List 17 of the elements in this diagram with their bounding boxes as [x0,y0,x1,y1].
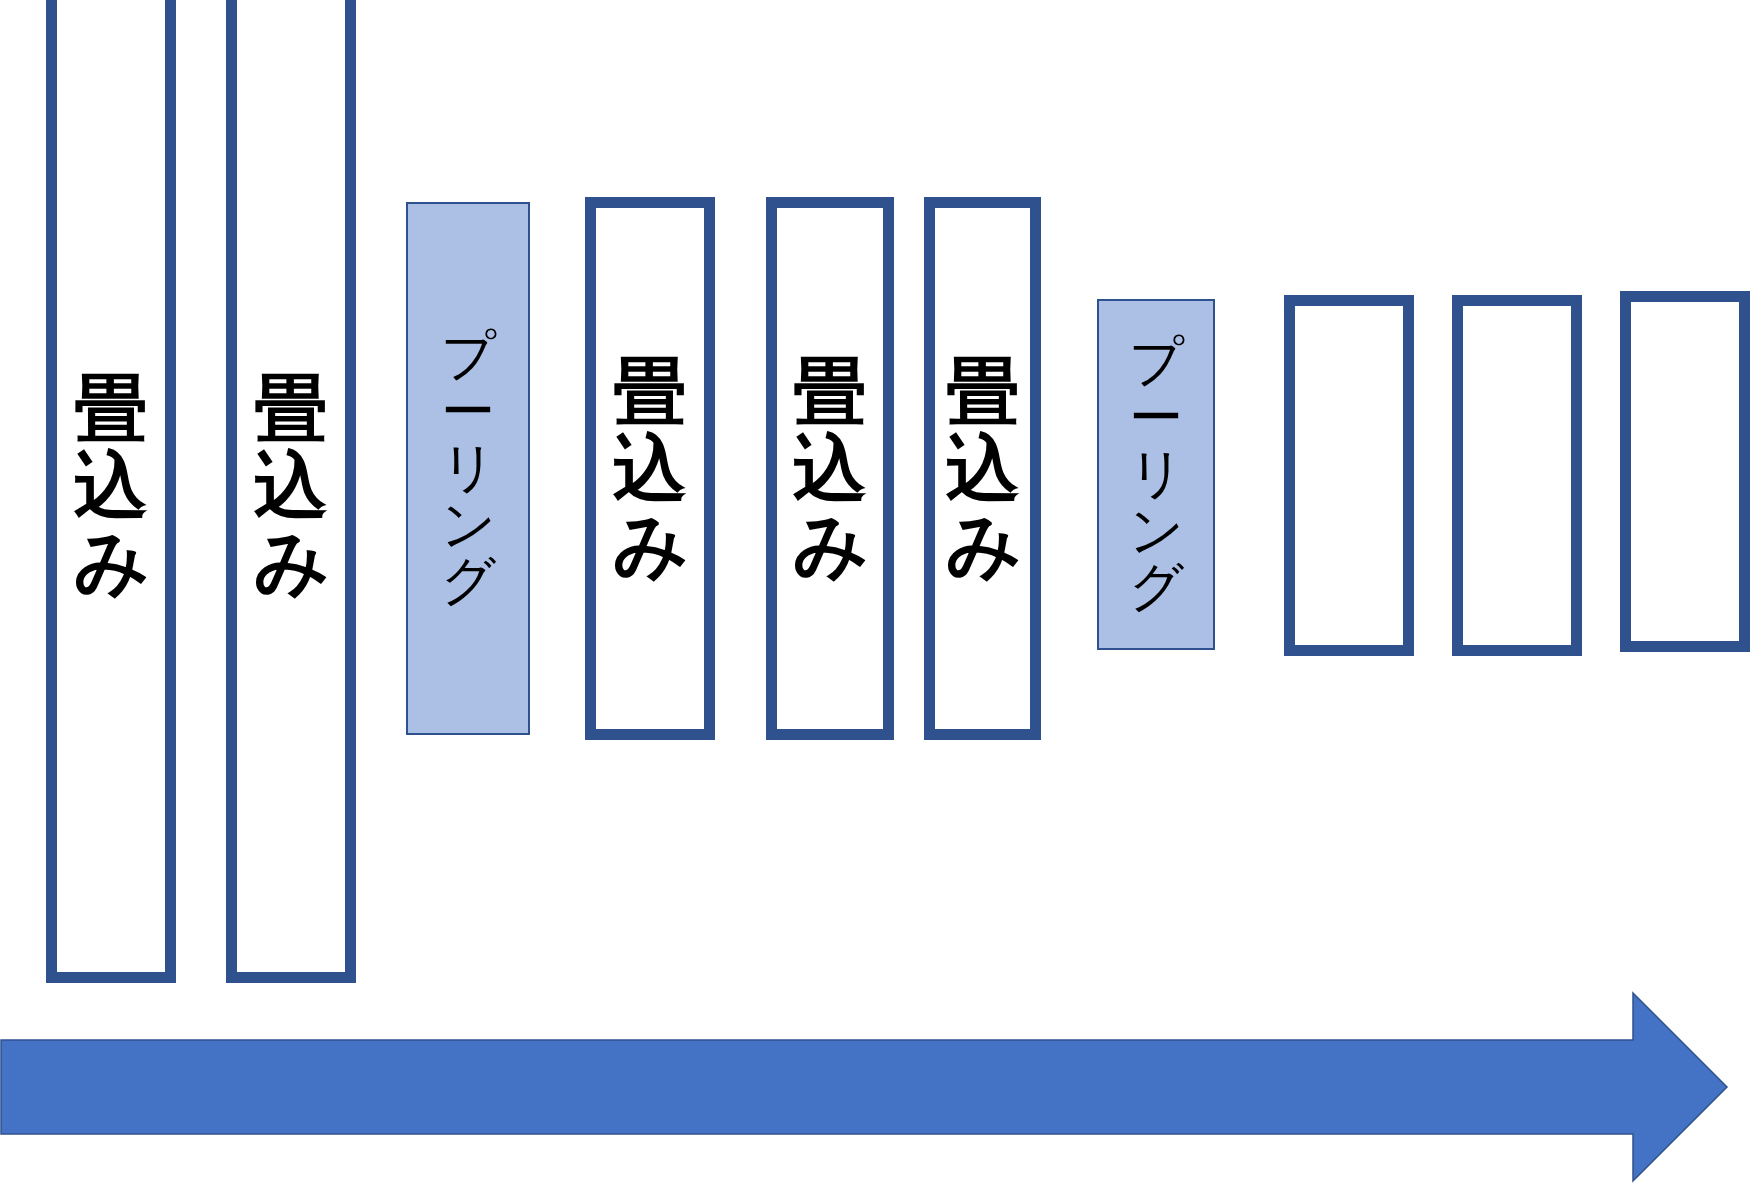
convolution-layer-box [924,197,1041,740]
empty-layer-box [1620,291,1750,652]
convolution-layer-box [226,0,356,983]
empty-layer-box [1284,295,1414,656]
layer-label: 畳込み [613,353,687,584]
convolution-layer-box [46,0,176,983]
pooling-layer-box [1097,299,1215,650]
convolution-layer-box [766,197,894,740]
convolution-layer-box [585,197,715,740]
empty-layer-box [1452,295,1582,656]
layer-label: 畳込み [254,370,328,601]
layer-label: プーリング [441,328,495,609]
layer-label: 畳込み [74,370,148,601]
layer-label: 畳込み [945,353,1020,584]
layer-label: 畳込み [793,353,867,584]
layer-label: プーリング [1129,334,1183,615]
pooling-layer-box [406,202,530,735]
